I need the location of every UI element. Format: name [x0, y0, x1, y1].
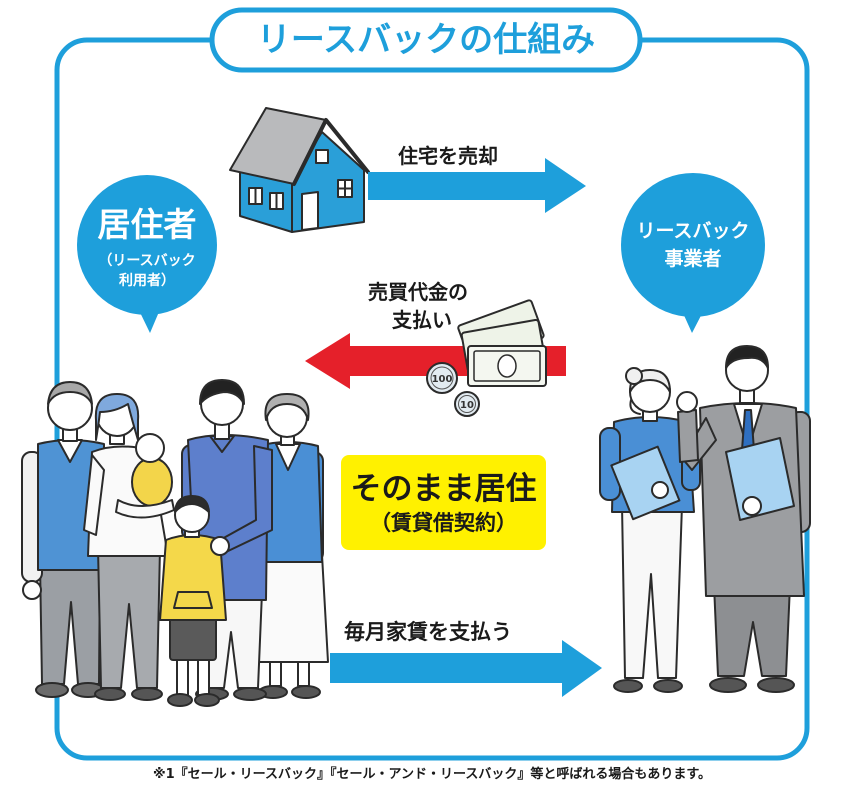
operator-label-line1: リースバック	[636, 220, 750, 242]
boy-figure	[159, 495, 227, 707]
stay-box-main: そのまま居住	[350, 471, 537, 507]
resident-bubble	[77, 175, 217, 333]
coin-100-label: 100	[432, 374, 453, 385]
resident-note-line2: 利用者）	[119, 273, 175, 289]
grandfather-figure	[21, 381, 117, 698]
operator-label-line2: 事業者	[664, 248, 722, 270]
baby-figure	[115, 433, 175, 519]
resident-note-line1: （リースバック	[98, 253, 196, 269]
page-title: リースバックの仕組み	[256, 20, 596, 60]
stay-box-sub: （賃貸借契約）	[370, 511, 517, 535]
house-illustration	[229, 107, 370, 233]
father-arm-on-shoulder	[210, 445, 273, 556]
purchase-payment-label-line1: 売買代金の	[368, 280, 468, 304]
monthly-rent-label: 毎月家賃を支払う	[344, 620, 512, 644]
coin-10-label: 10	[460, 400, 474, 411]
banknotes-illustration	[457, 299, 547, 387]
sell-house-label: 住宅を売却	[398, 144, 498, 168]
resident-label: 居住者	[97, 205, 197, 244]
title-box	[209, 7, 643, 73]
footnote: ※1『セール・リースバック』『セール・アンド・リースバック』等と呼ばれる場合もあ…	[152, 767, 712, 782]
businessman-figure	[676, 345, 811, 693]
mother-figure	[83, 393, 169, 701]
sell-house-arrow	[368, 158, 586, 213]
operator-bubble	[621, 173, 765, 333]
coin-100: 100	[426, 362, 458, 394]
purchase-payment-label-line2: 支払い	[392, 308, 452, 332]
coin-10: 10	[454, 391, 480, 417]
monthly-rent-arrow	[330, 640, 602, 697]
stay-box	[341, 455, 546, 550]
grandmother-figure	[255, 393, 329, 699]
